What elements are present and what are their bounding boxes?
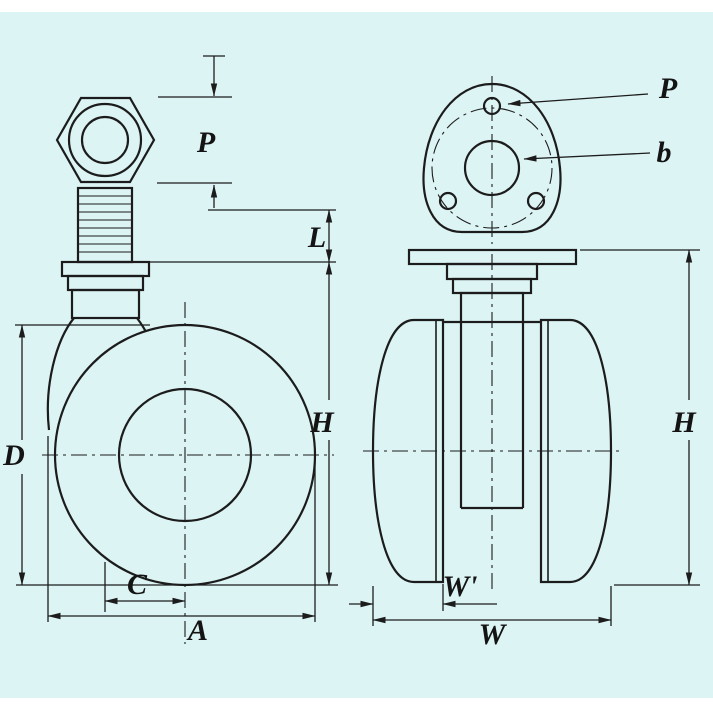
label-b: b bbox=[657, 136, 672, 169]
swivel-housing bbox=[70, 288, 141, 320]
hex-nut-inner-circle bbox=[80, 115, 130, 165]
label-l: L bbox=[307, 221, 326, 254]
label-h-left: H bbox=[309, 406, 335, 439]
hex-nut-outline bbox=[55, 96, 156, 184]
label-h-right: H bbox=[671, 406, 697, 439]
label-c: C bbox=[127, 568, 148, 601]
stem-thread-lines bbox=[79, 195, 131, 253]
dim-b-leader bbox=[523, 152, 651, 162]
bolt-circle bbox=[431, 107, 553, 229]
label-p-right: P bbox=[658, 72, 678, 105]
fork-left-edge bbox=[46, 317, 75, 431]
dimension-labels: P L H D C A P b H W' W bbox=[2, 72, 697, 651]
dimension-lines bbox=[15, 55, 700, 626]
hex-nut-outer-circle bbox=[67, 102, 143, 178]
plate-bolt-hole-left bbox=[438, 191, 458, 211]
label-w: W bbox=[479, 618, 508, 651]
label-d: D bbox=[2, 439, 25, 472]
dim-p-right-leader bbox=[507, 93, 649, 107]
centerlines bbox=[42, 76, 621, 644]
label-p-left: P bbox=[196, 126, 216, 159]
label-a: A bbox=[186, 614, 208, 647]
label-w-prime: W' bbox=[442, 570, 477, 603]
